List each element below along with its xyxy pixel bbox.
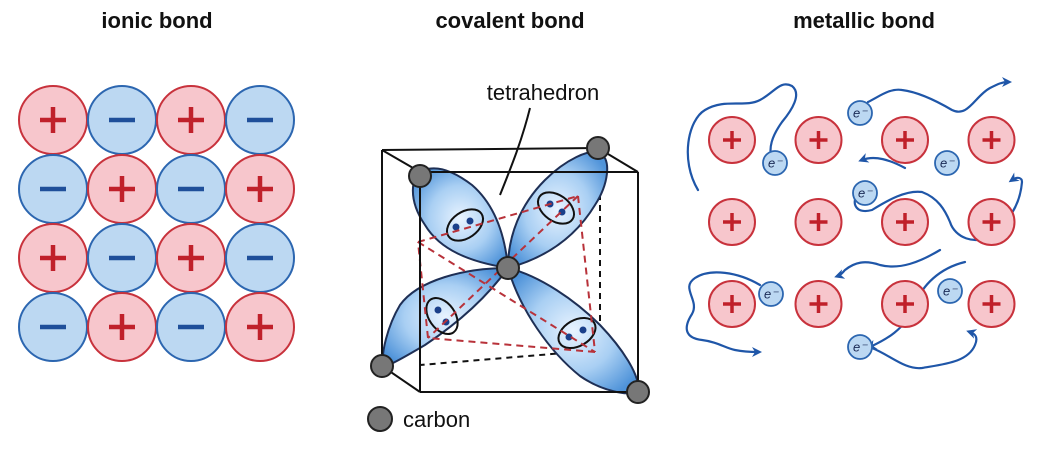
electron-path [858, 153, 907, 170]
carbon-atom [626, 380, 650, 404]
carbon-atom [370, 354, 394, 378]
metal-cation [881, 280, 929, 328]
free-electron: e⁻ [852, 180, 878, 206]
electron-dot [466, 217, 474, 225]
electron-circle [852, 180, 878, 206]
free-electrons: e⁻ e⁻ e⁻ e⁻ e⁻ e⁻ e⁻ [758, 100, 963, 360]
cation-ion [225, 154, 295, 224]
orbital-lobe-top-right [506, 150, 609, 270]
overlap-region [445, 208, 485, 242]
free-electron: e⁻ [758, 281, 784, 307]
metallic-structure: e⁻ e⁻ e⁻ e⁻ e⁻ e⁻ e⁻ [685, 77, 1024, 370]
electron-path [686, 83, 798, 192]
tetrahedron-leader-line [499, 107, 531, 196]
cation-ion [18, 223, 88, 293]
electron-label: e⁻ [768, 156, 783, 171]
carbon-legend-icon [367, 406, 393, 432]
electron-circle [937, 278, 963, 304]
metal-cation [794, 116, 843, 164]
electron-path [834, 248, 942, 279]
metal-cation [708, 116, 756, 164]
electron-path [866, 77, 1012, 113]
tetrahedron-edge [427, 195, 579, 339]
electron-label: e⁻ [764, 287, 779, 302]
cation-ion [18, 85, 88, 155]
electron-label: e⁻ [853, 340, 868, 355]
cube-edge [419, 349, 601, 366]
electron-circle [847, 100, 873, 126]
electron-circle [762, 150, 788, 176]
cation-ion [87, 154, 157, 224]
electron-circle [847, 334, 873, 360]
electron-circle [934, 150, 960, 176]
metal-cation [794, 198, 843, 246]
tetrahedron-label: tetrahedron [487, 80, 600, 105]
anion-ion [18, 292, 88, 362]
electron-label: e⁻ [943, 284, 958, 299]
anion-ion [87, 85, 157, 155]
anion-ion [225, 85, 295, 155]
metallic-bond-title: metallic bond [793, 8, 935, 33]
electron-label: e⁻ [858, 186, 873, 201]
anion-ion [87, 223, 157, 293]
cation-ion [156, 85, 226, 155]
ionic-lattice [18, 85, 295, 362]
free-electron: e⁻ [847, 100, 873, 126]
free-electron: e⁻ [847, 334, 873, 360]
electron-path [685, 271, 762, 357]
overlap-region [425, 296, 459, 336]
anion-ion [156, 292, 226, 362]
carbon-atom-center [496, 256, 520, 280]
electron-label: e⁻ [940, 156, 955, 171]
covalent-structure: tetrahedron carbon [367, 80, 650, 432]
covalent-bond-title: covalent bond [435, 8, 584, 33]
electron-path [870, 329, 978, 370]
electron-label: e⁻ [853, 106, 868, 121]
electron-dot [565, 333, 573, 341]
metal-cation [881, 116, 929, 164]
orbital-lobe-bottom-right [506, 266, 640, 395]
metal-cations [708, 116, 1016, 328]
cube-edge [381, 147, 599, 151]
metal-cation [881, 198, 929, 246]
carbon-legend-label: carbon [403, 407, 470, 432]
tetrahedron-edge [577, 195, 596, 353]
tetrahedron-edge [417, 241, 596, 353]
cation-ion [225, 292, 295, 362]
cation-ion [156, 223, 226, 293]
metal-cation [967, 198, 1016, 246]
tetrahedron-edge [427, 337, 596, 353]
electron-dot [452, 223, 460, 231]
carbon-atom [586, 136, 610, 160]
anion-ion [18, 154, 88, 224]
overlap-region [536, 191, 576, 225]
anion-ion [156, 154, 226, 224]
free-electron: e⁻ [937, 278, 963, 304]
metal-cation [708, 280, 756, 328]
carbon-atoms [370, 136, 650, 404]
metal-cation [794, 280, 843, 328]
electron-path [853, 172, 1024, 241]
tetrahedron-outline [417, 195, 596, 353]
ionic-bond-title: ionic bond [101, 8, 212, 33]
tetrahedron-edge [417, 241, 429, 339]
electron-circle [758, 281, 784, 307]
free-electron: e⁻ [762, 150, 788, 176]
electron-dot [434, 306, 442, 314]
tetrahedron-edge [417, 195, 579, 243]
carbon-atom [408, 164, 432, 188]
metal-cation [967, 116, 1016, 164]
electron-dot [579, 326, 587, 334]
metal-cation [967, 280, 1016, 328]
free-electron: e⁻ [934, 150, 960, 176]
anion-ion [225, 223, 295, 293]
cation-ion [87, 292, 157, 362]
metal-cation [708, 198, 756, 246]
orbital-lobe-bottom-left [382, 266, 510, 368]
